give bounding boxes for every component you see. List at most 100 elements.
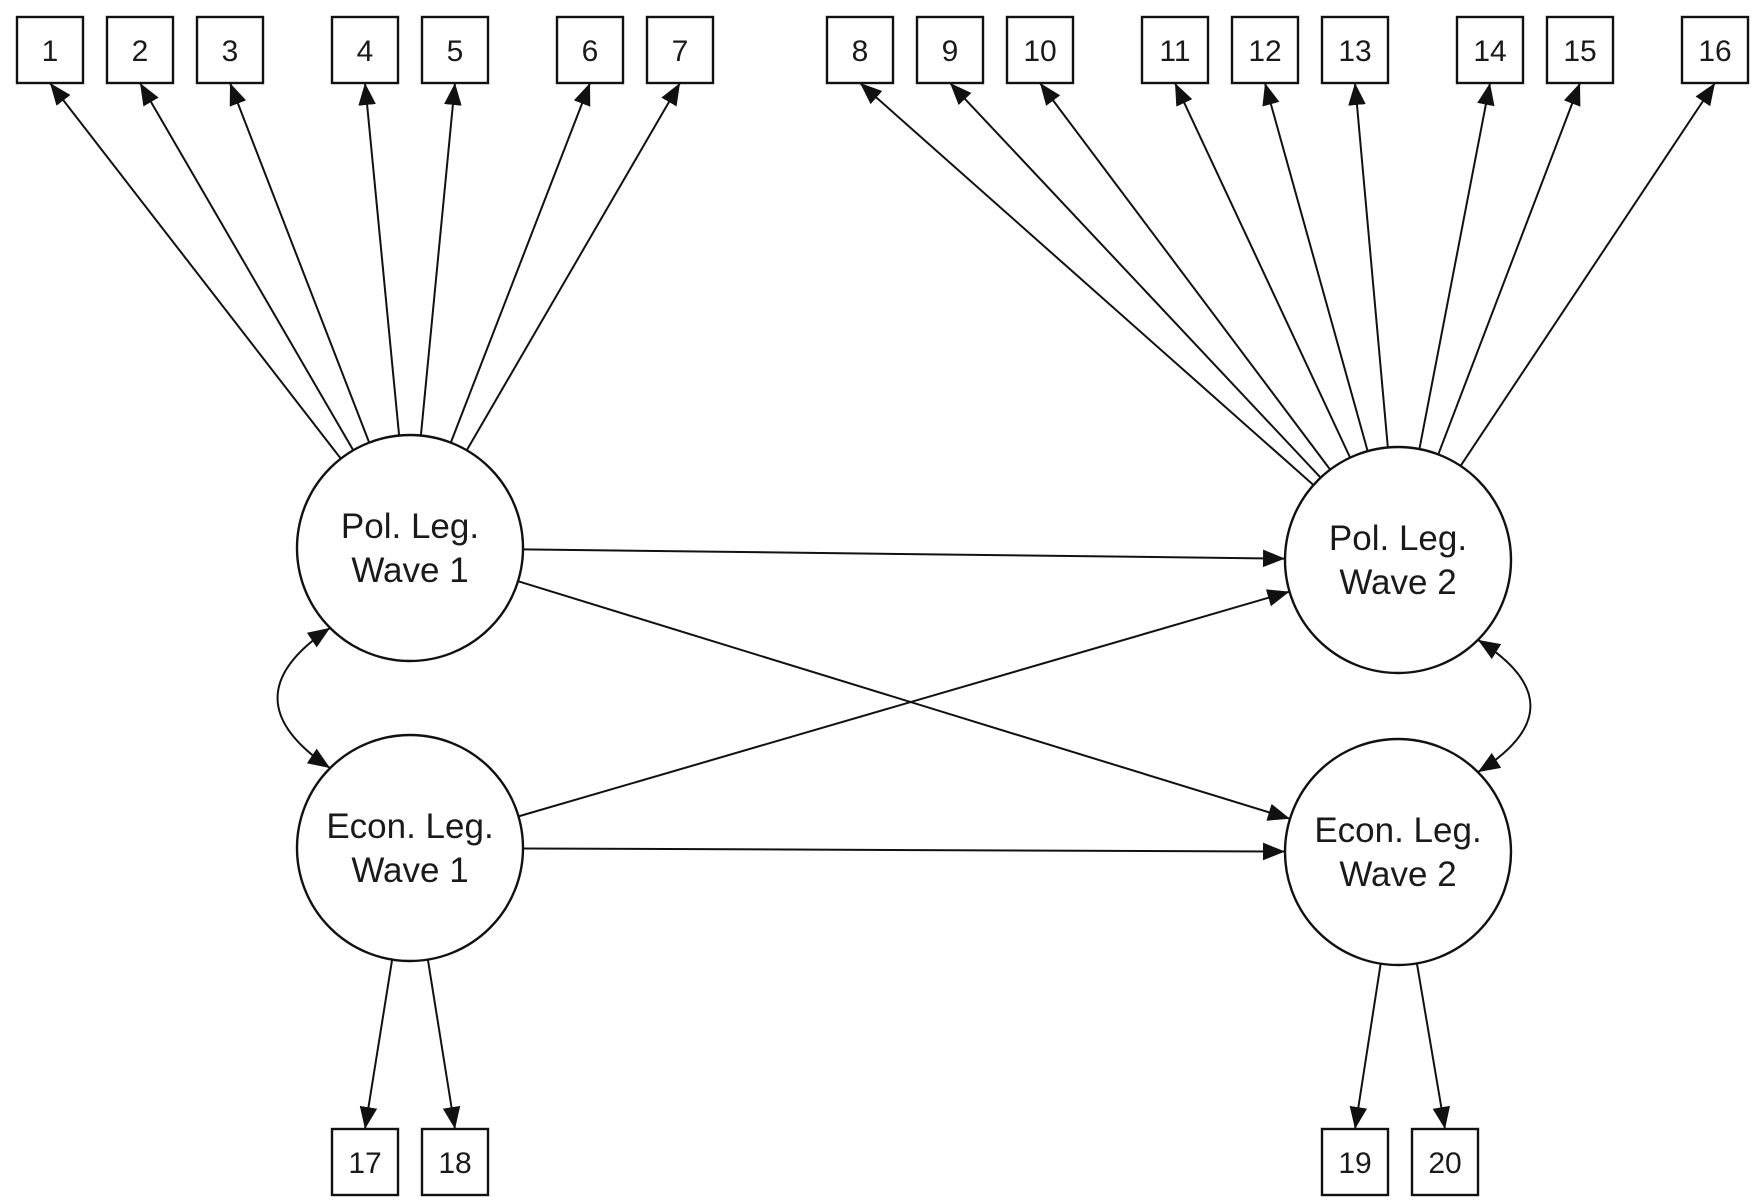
latent-label-line2-pol2: Wave 2	[1339, 563, 1456, 602]
indicator-box-2	[105, 15, 175, 85]
loading-arrow-pol2-to-12	[1262, 82, 1369, 452]
latent-circle-econ1	[295, 733, 525, 963]
indicator-label-7: 7	[672, 35, 689, 68]
loading-arrow-econ2-to-20	[1415, 963, 1450, 1130]
latent-node-econ1: Econ. Leg. Wave 1	[295, 733, 525, 963]
indicator-box-8	[825, 15, 895, 85]
indicator-label-1: 1	[42, 35, 59, 68]
indicator-node-8: 8	[825, 15, 895, 85]
loading-arrow-pol2-to-15	[1437, 82, 1581, 455]
indicator-node-3: 3	[195, 15, 265, 85]
latent-circle-pol2	[1283, 445, 1513, 675]
indicator-label-5: 5	[447, 35, 464, 68]
indicator-label-20: 20	[1428, 1147, 1461, 1180]
indicator-label-17: 17	[348, 1147, 381, 1180]
latent-label-line1-pol1: Pol. Leg.	[341, 507, 479, 546]
indicator-node-13: 13	[1320, 15, 1390, 85]
indicator-box-7	[645, 15, 715, 85]
latent-label-line2-econ2: Wave 2	[1339, 855, 1456, 894]
covariance-arrow-pol2-econ2	[1477, 639, 1532, 773]
indicator-node-11: 11	[1140, 15, 1210, 85]
indicator-box-15	[1545, 15, 1615, 85]
indicator-node-18: 18	[420, 1127, 490, 1197]
loading-arrow-pol1-to-2	[139, 82, 355, 451]
indicator-node-16: 16	[1680, 15, 1750, 85]
indicator-node-6: 6	[555, 15, 625, 85]
loading-arrow-econ2-to-19	[1349, 963, 1382, 1130]
indicator-node-14: 14	[1455, 15, 1525, 85]
indicator-node-12: 12	[1230, 15, 1300, 85]
indicator-label-18: 18	[438, 1147, 471, 1180]
loading-arrow-pol1-to-6	[449, 82, 591, 443]
indicator-box-13	[1320, 15, 1390, 85]
indicator-node-4: 4	[330, 15, 400, 85]
indicator-label-11: 11	[1159, 35, 1190, 68]
indicator-box-14	[1455, 15, 1525, 85]
indicator-label-9: 9	[942, 35, 959, 68]
latent-label-line2-econ1: Wave 1	[351, 851, 468, 890]
indicator-box-6	[555, 15, 625, 85]
indicator-label-16: 16	[1698, 35, 1731, 68]
loading-arrow-pol1-to-7	[465, 82, 681, 451]
indicator-label-6: 6	[582, 35, 599, 68]
loading-arrow-pol2-to-16	[1459, 82, 1716, 467]
loading-arrow-pol1-to-3	[229, 82, 371, 443]
loading-arrow-econ1-to-18	[426, 959, 461, 1130]
indicator-box-4	[330, 15, 400, 85]
indicator-label-14: 14	[1473, 35, 1506, 68]
latent-label-line1-econ1: Econ. Leg.	[326, 807, 493, 846]
indicator-label-13: 13	[1338, 35, 1371, 68]
indicator-node-15: 15	[1545, 15, 1615, 85]
loading-arrow-pol2-to-10	[1039, 82, 1331, 471]
latent-node-pol1: Pol. Leg. Wave 1	[295, 433, 525, 663]
indicator-label-8: 8	[852, 35, 869, 68]
indicator-box-17	[330, 1127, 400, 1197]
indicator-node-10: 10	[1005, 15, 1075, 85]
indicator-node-1: 1	[15, 15, 85, 85]
indicator-box-18	[420, 1127, 490, 1197]
indicator-node-17: 17	[330, 1127, 400, 1197]
indicator-box-9	[915, 15, 985, 85]
loading-arrow-pol1-to-4	[358, 82, 401, 436]
loading-arrow-pol2-to-14	[1418, 82, 1495, 450]
latent-label-line1-pol2: Pol. Leg.	[1329, 519, 1467, 558]
loading-arrow-pol2-to-13	[1348, 82, 1389, 448]
regression-arrow-pol1-to-pol2	[522, 548, 1286, 568]
indicator-label-3: 3	[222, 35, 239, 68]
indicator-box-5	[420, 15, 490, 85]
latent-node-econ2: Econ. Leg. Wave 2	[1283, 737, 1513, 967]
loading-arrow-pol2-to-8	[859, 82, 1315, 486]
latent-label-line1-econ2: Econ. Leg.	[1314, 811, 1481, 850]
indicator-node-2: 2	[105, 15, 175, 85]
regression-arrow-econ1-to-pol2	[518, 589, 1290, 818]
indicator-node-19: 19	[1320, 1127, 1390, 1197]
indicator-label-2: 2	[132, 35, 149, 68]
latent-node-pol2: Pol. Leg. Wave 2	[1283, 445, 1513, 675]
indicator-label-15: 15	[1563, 35, 1596, 68]
latent-circle-pol1	[295, 433, 525, 663]
indicator-label-12: 12	[1248, 35, 1281, 68]
indicator-box-20	[1410, 1127, 1480, 1197]
indicator-node-20: 20	[1410, 1127, 1480, 1197]
indicator-box-16	[1680, 15, 1750, 85]
indicator-node-7: 7	[645, 15, 715, 85]
indicator-label-4: 4	[357, 35, 374, 68]
loading-arrow-pol2-to-11	[1174, 82, 1352, 459]
indicator-box-11	[1140, 15, 1210, 85]
covariance-arrow-pol1-econ1	[276, 627, 331, 769]
indicator-node-9: 9	[915, 15, 985, 85]
regression-arrow-pol1-to-econ2	[517, 580, 1291, 821]
loading-arrow-econ1-to-17	[359, 959, 394, 1130]
loading-arrow-pol2-to-9	[949, 82, 1322, 479]
paths-layer	[49, 82, 1716, 1130]
loading-arrow-pol1-to-5	[419, 82, 462, 436]
latent-circle-econ2	[1283, 737, 1513, 967]
latent-label-line2-pol1: Wave 1	[351, 551, 468, 590]
indicator-label-10: 10	[1023, 35, 1056, 68]
indicator-box-1	[15, 15, 85, 85]
indicator-box-3	[195, 15, 265, 85]
indicator-node-5: 5	[420, 15, 490, 85]
regression-arrow-econ1-to-econ2	[522, 842, 1286, 861]
